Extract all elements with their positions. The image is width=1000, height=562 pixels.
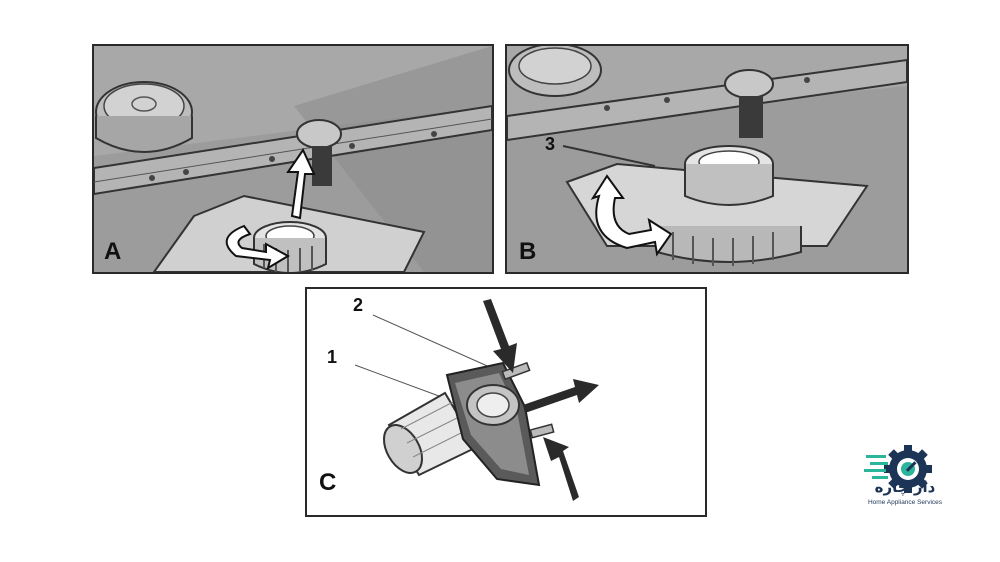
panel-a-illustration [94,46,492,272]
panel-b: B 3 [505,44,909,274]
panel-c: C 1 2 [305,287,707,517]
panel-b-label: B [519,238,537,265]
panel-c-illustration [307,289,705,515]
brand-subtitle: Home Appliance Services [867,499,943,506]
panel-a-label: A [104,238,122,265]
callout-2: 2 [353,295,364,315]
callout-3: 3 [545,134,556,154]
brand-logo-icon [864,445,932,493]
panel-a: A [92,44,494,274]
brand-name: دار چاره [874,478,936,496]
panel-c-label: C [319,469,337,496]
callout-1: 1 [327,347,338,367]
panel-b-illustration [507,46,907,272]
